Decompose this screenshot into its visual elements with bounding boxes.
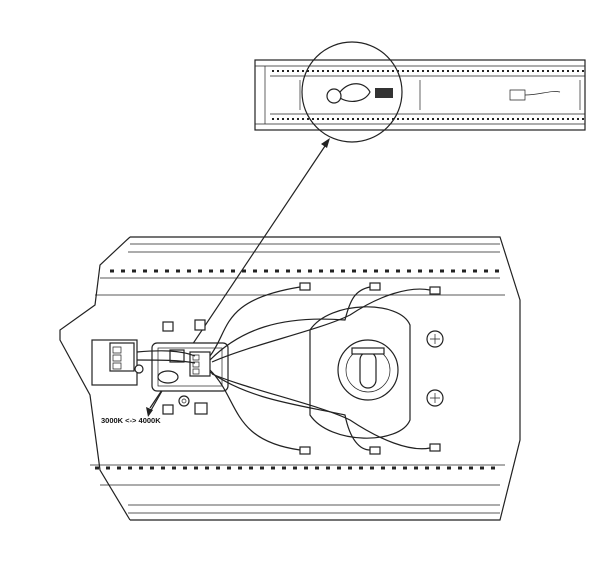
cct-switch[interactable] <box>157 370 179 384</box>
wires <box>136 286 431 451</box>
cct-switch-label: 3000K <-> 4000K <box>101 416 161 425</box>
luminaire-overview <box>254 59 586 131</box>
detail-callout-circle <box>301 41 403 143</box>
wire-connectors <box>299 282 441 455</box>
luminaire-detail <box>59 236 521 521</box>
